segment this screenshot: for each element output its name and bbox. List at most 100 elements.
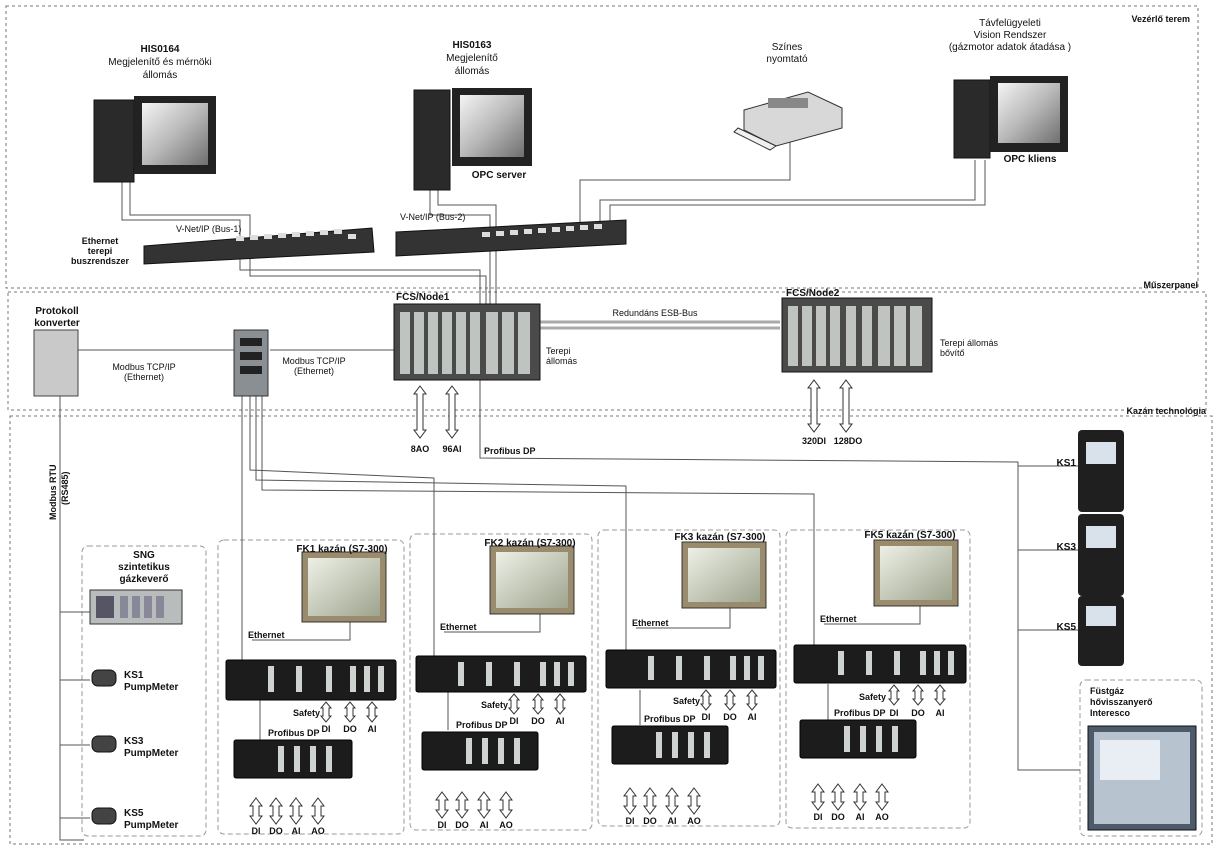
drive-ks5-label: KS5 [1056,622,1076,633]
drive-units [1078,430,1124,666]
switch-bus1 [143,227,375,265]
boiler-fk5-upper-di: DI [889,708,899,718]
instrument-switch [233,329,269,397]
remote-role: OPC kliens [1003,154,1057,165]
fcs-node1-label: FCS/Node1 [396,292,450,303]
boiler-fk2-safety: Safety [480,700,508,710]
fcs-node2-desc-2: bővítő [940,348,965,358]
sng-label-2: szintetikus [118,562,170,573]
remote-label-1: Távfelügyeleti [979,18,1041,29]
pump-ks3-name: PumpMeter [124,748,179,759]
remote-label-3: (gázmotor adatok átadása ) [948,42,1072,53]
sng-label-1: SNG [133,550,155,561]
fcs-io-8ao: 8AO [410,444,430,454]
zone-label-boiler-tech: Kazán technológia [1126,406,1206,416]
pump-ks3-icon [91,735,117,753]
boiler-fk2-lower-di: DI [437,820,447,830]
boiler-frames [81,529,1203,837]
fcs-io-128do: 128DO [833,436,863,446]
boiler-fk1-ethernet: Ethernet [248,630,285,640]
boiler-fk1-profibus: Profibus DP [268,728,320,738]
boiler-fk2-profibus: Profibus DP [456,720,508,730]
printer-top [768,98,808,108]
boiler-fk2-lower-ao: AO [499,820,513,830]
boiler-fk3-profibus: Profibus DP [644,714,696,724]
boiler-fk5-title: FK5 kazán (S7-300) [864,530,956,541]
drive-ks3-label: KS3 [1056,542,1076,553]
pump-ks1-name: PumpMeter [124,682,179,693]
modbus-rtu-label: Modbus RTU [48,464,58,521]
bus2-label: V-Net/IP (Bus-2) [400,212,466,222]
analyzer-panel [1087,725,1197,831]
boiler-fk1-title: FK1 kazán (S7-300) [296,544,388,555]
analyzer-label-1: Füstgáz [1090,686,1125,696]
plc-slots [268,651,954,772]
boiler-fk3-title: FK3 kazán (S7-300) [674,532,766,543]
boiler-fk1-lower-ao: AO [311,826,325,836]
protocol-label-2: konverter [34,318,80,329]
boiler-fk2-lower-ai: AI [479,820,489,830]
boiler-frame-fk2 [409,533,593,831]
boiler-fk5-lower-do: DO [831,812,845,822]
boiler-fk5-upper-ai: AI [935,708,945,718]
zone-instrument-panel-frame [7,291,1207,411]
his0164-desc-1: Megjelenítő és mérnöki [108,57,212,68]
boiler-io-arrows [249,684,947,825]
boiler-fk3-upper-di: DI [701,712,711,722]
ethernet-label-2: terepi [87,246,113,256]
boiler-fk5-lower-di: DI [813,812,823,822]
zone-frames [5,5,1213,845]
boiler-fk5-safety: Safety [858,692,886,702]
boiler-frame-fk5 [785,529,971,829]
pump-ks5-icon [91,807,117,825]
boiler-fk2-ethernet: Ethernet [440,622,477,632]
modbus-rtu-sub: (RS485) [60,471,70,505]
screen-his0163 [460,95,524,157]
boiler-fk5-upper-do: DO [911,708,925,718]
pump-ks5-id: KS5 [124,808,144,819]
ethernet-label-1: Ethernet [81,236,119,246]
fcs-io-arrows [413,379,853,439]
ethernet-label-3: buszrendszer [70,256,130,266]
boiler-fk1-lower-di: DI [251,826,261,836]
boiler-fk5-lower-ao: AO [875,812,889,822]
zone-label-instrument-panel: Műszerpanel [1143,280,1198,290]
boiler-fk3-safety: Safety [672,696,700,706]
analyzer-label-2: hővisszanyerő [1090,697,1153,707]
remote-label-2: Vision Rendszer [973,30,1047,41]
his0163-role: OPC server [471,170,527,181]
boiler-fk3-lower-do: DO [643,816,657,826]
boiler-hmis [301,539,959,623]
protocol-converter-box [33,329,79,397]
boiler-fk2-upper-ai: AI [555,716,565,726]
his0163-id: HIS0163 [452,40,492,51]
modbus-tcp-b-sub: (Ethernet) [293,366,335,376]
profibus-main-label: Profibus DP [484,446,536,456]
fcs-node1-rack [393,303,541,381]
drive-ks1-label: KS1 [1056,458,1076,469]
sng-blender-unit [89,589,183,625]
switch-bus2-body [395,219,627,257]
boiler-fk1-lower-ai: AI [291,826,301,836]
workstation-his0164 [93,96,216,183]
zone-boiler-tech-frame [9,415,1213,845]
bus1-label: V-Net/IP (Bus-1) [176,224,242,234]
sng-label-3: gázkeverő [119,574,169,585]
boiler-fk2-upper-do: DO [531,716,545,726]
boiler-fk2-upper-di: DI [509,716,519,726]
tower-his0163 [413,89,451,191]
workstation-his0163 [413,88,532,191]
boiler-fk3-lower-di: DI [625,816,635,826]
boiler-fk3-ethernet: Ethernet [632,618,669,628]
pump-ks3-id: KS3 [124,736,144,747]
printer-label-1: Színes [771,42,803,53]
boiler-fk1-upper-ai: AI [367,724,377,734]
analyzer-label-3: Interesco [1090,708,1131,718]
boiler-fk1-lower-do: DO [269,826,283,836]
boiler-fk3-lower-ao: AO [687,816,701,826]
fcs-node2-rack [781,297,933,373]
modbus-tcp-a-sub: (Ethernet) [123,372,165,382]
printer-tray [733,127,778,151]
